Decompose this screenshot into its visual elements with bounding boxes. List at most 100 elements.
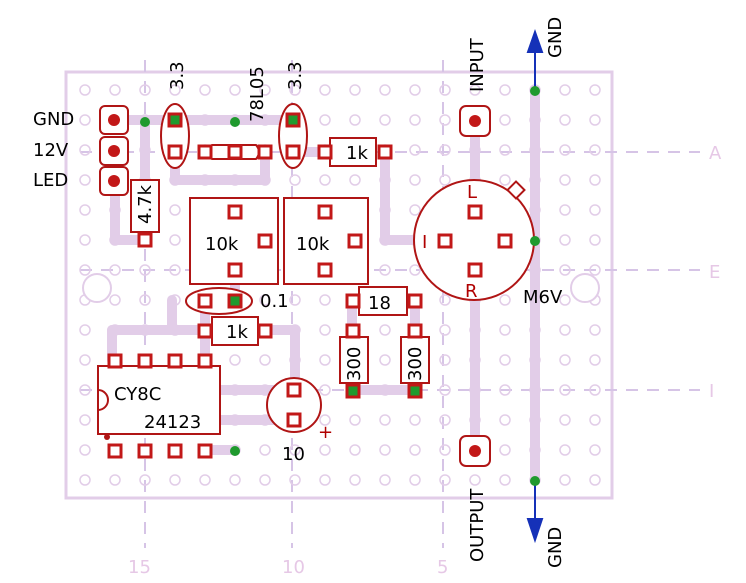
- hole: [499, 294, 511, 306]
- hole: [589, 84, 601, 96]
- hole: [499, 114, 511, 126]
- potentiometer-1-label: 10k: [205, 234, 239, 255]
- hole: [499, 324, 511, 336]
- hole: [319, 414, 331, 426]
- power-connector: [99, 105, 129, 196]
- hole: [409, 144, 421, 156]
- guide-lines: [80, 60, 700, 548]
- hole: [259, 294, 271, 306]
- hole: [499, 84, 511, 96]
- hole: [559, 444, 571, 456]
- potentiometer-1: [189, 197, 279, 285]
- hole: [139, 474, 151, 486]
- hole: [439, 354, 451, 366]
- hole: [139, 84, 151, 96]
- col-label-10: 10: [282, 557, 305, 578]
- connector-label-gnd: GND: [33, 109, 74, 130]
- hole: [409, 84, 421, 96]
- hole: [289, 84, 301, 96]
- hole: [559, 474, 571, 486]
- servo-pin-r: R: [465, 281, 478, 302]
- gnd-top-label: GND: [545, 17, 566, 58]
- hole: [409, 264, 421, 276]
- hole: [559, 414, 571, 426]
- hole: [349, 444, 361, 456]
- ic-cy8c24123: [97, 353, 221, 459]
- hole: [199, 84, 211, 96]
- gnd-bottom-label: GND: [545, 527, 566, 568]
- servo-m6v: [413, 179, 535, 301]
- hole: [589, 444, 601, 456]
- hole: [289, 294, 301, 306]
- hole: [499, 174, 511, 186]
- hole: [499, 144, 511, 156]
- hole: [439, 84, 451, 96]
- hole: [409, 414, 421, 426]
- potentiometer-2: [283, 197, 369, 285]
- hole: [589, 204, 601, 216]
- hole: [319, 354, 331, 366]
- hole: [559, 234, 571, 246]
- hole: [109, 294, 121, 306]
- hole: [499, 384, 511, 396]
- hole: [559, 144, 571, 156]
- row-label-i: I: [709, 381, 714, 402]
- col-label-5: 5: [437, 557, 448, 578]
- hole: [559, 84, 571, 96]
- hole: [79, 474, 91, 486]
- hole: [589, 264, 601, 276]
- hole: [229, 84, 241, 96]
- row-label-e: E: [709, 262, 720, 283]
- hole: [439, 414, 451, 426]
- hole: [559, 324, 571, 336]
- hole: [559, 114, 571, 126]
- resistor-1k-top: [317, 137, 393, 167]
- ic-label-line1: CY8C: [114, 384, 161, 405]
- resistor-18-label: 18: [368, 293, 391, 314]
- capacitor-plus-mark: +: [318, 422, 333, 443]
- capacitor-c2: [278, 103, 308, 169]
- hole: [79, 354, 91, 366]
- hole: [79, 84, 91, 96]
- hole: [109, 474, 121, 486]
- hole: [289, 444, 301, 456]
- hole: [319, 324, 331, 336]
- hole: [79, 174, 91, 186]
- hole: [379, 354, 391, 366]
- hole: [589, 474, 601, 486]
- hole: [589, 114, 601, 126]
- hole: [379, 114, 391, 126]
- resistor-4-7k-label: 4.7k: [135, 184, 156, 224]
- hole: [559, 354, 571, 366]
- terminal-output: [459, 435, 491, 467]
- servo-pin-i: I: [422, 232, 427, 253]
- hole: [439, 114, 451, 126]
- row-label-a: A: [709, 143, 722, 164]
- hole: [349, 174, 361, 186]
- hole: [259, 474, 271, 486]
- hole: [469, 474, 481, 486]
- mounting-holes: [82, 273, 600, 303]
- hole: [169, 204, 181, 216]
- hole: [589, 144, 601, 156]
- hole: [319, 114, 331, 126]
- hole: [439, 174, 451, 186]
- hole: [439, 384, 451, 396]
- capacitor-0-1-label: 0.1: [260, 291, 289, 312]
- hole: [319, 444, 331, 456]
- servo-pin-l: L: [467, 182, 477, 203]
- connector-label-12v: 12V: [33, 140, 69, 161]
- connector-label-led: LED: [33, 170, 68, 191]
- hole: [199, 474, 211, 486]
- hole: [379, 444, 391, 456]
- hole: [379, 474, 391, 486]
- hole: [409, 174, 421, 186]
- hole: [379, 324, 391, 336]
- capacitor-c1: [160, 103, 190, 169]
- hole: [319, 294, 331, 306]
- resistor-4-7k: [130, 179, 160, 248]
- gnd-arrow-bottom: [526, 482, 544, 544]
- potentiometer-2-label: 10k: [296, 234, 330, 255]
- hole: [499, 444, 511, 456]
